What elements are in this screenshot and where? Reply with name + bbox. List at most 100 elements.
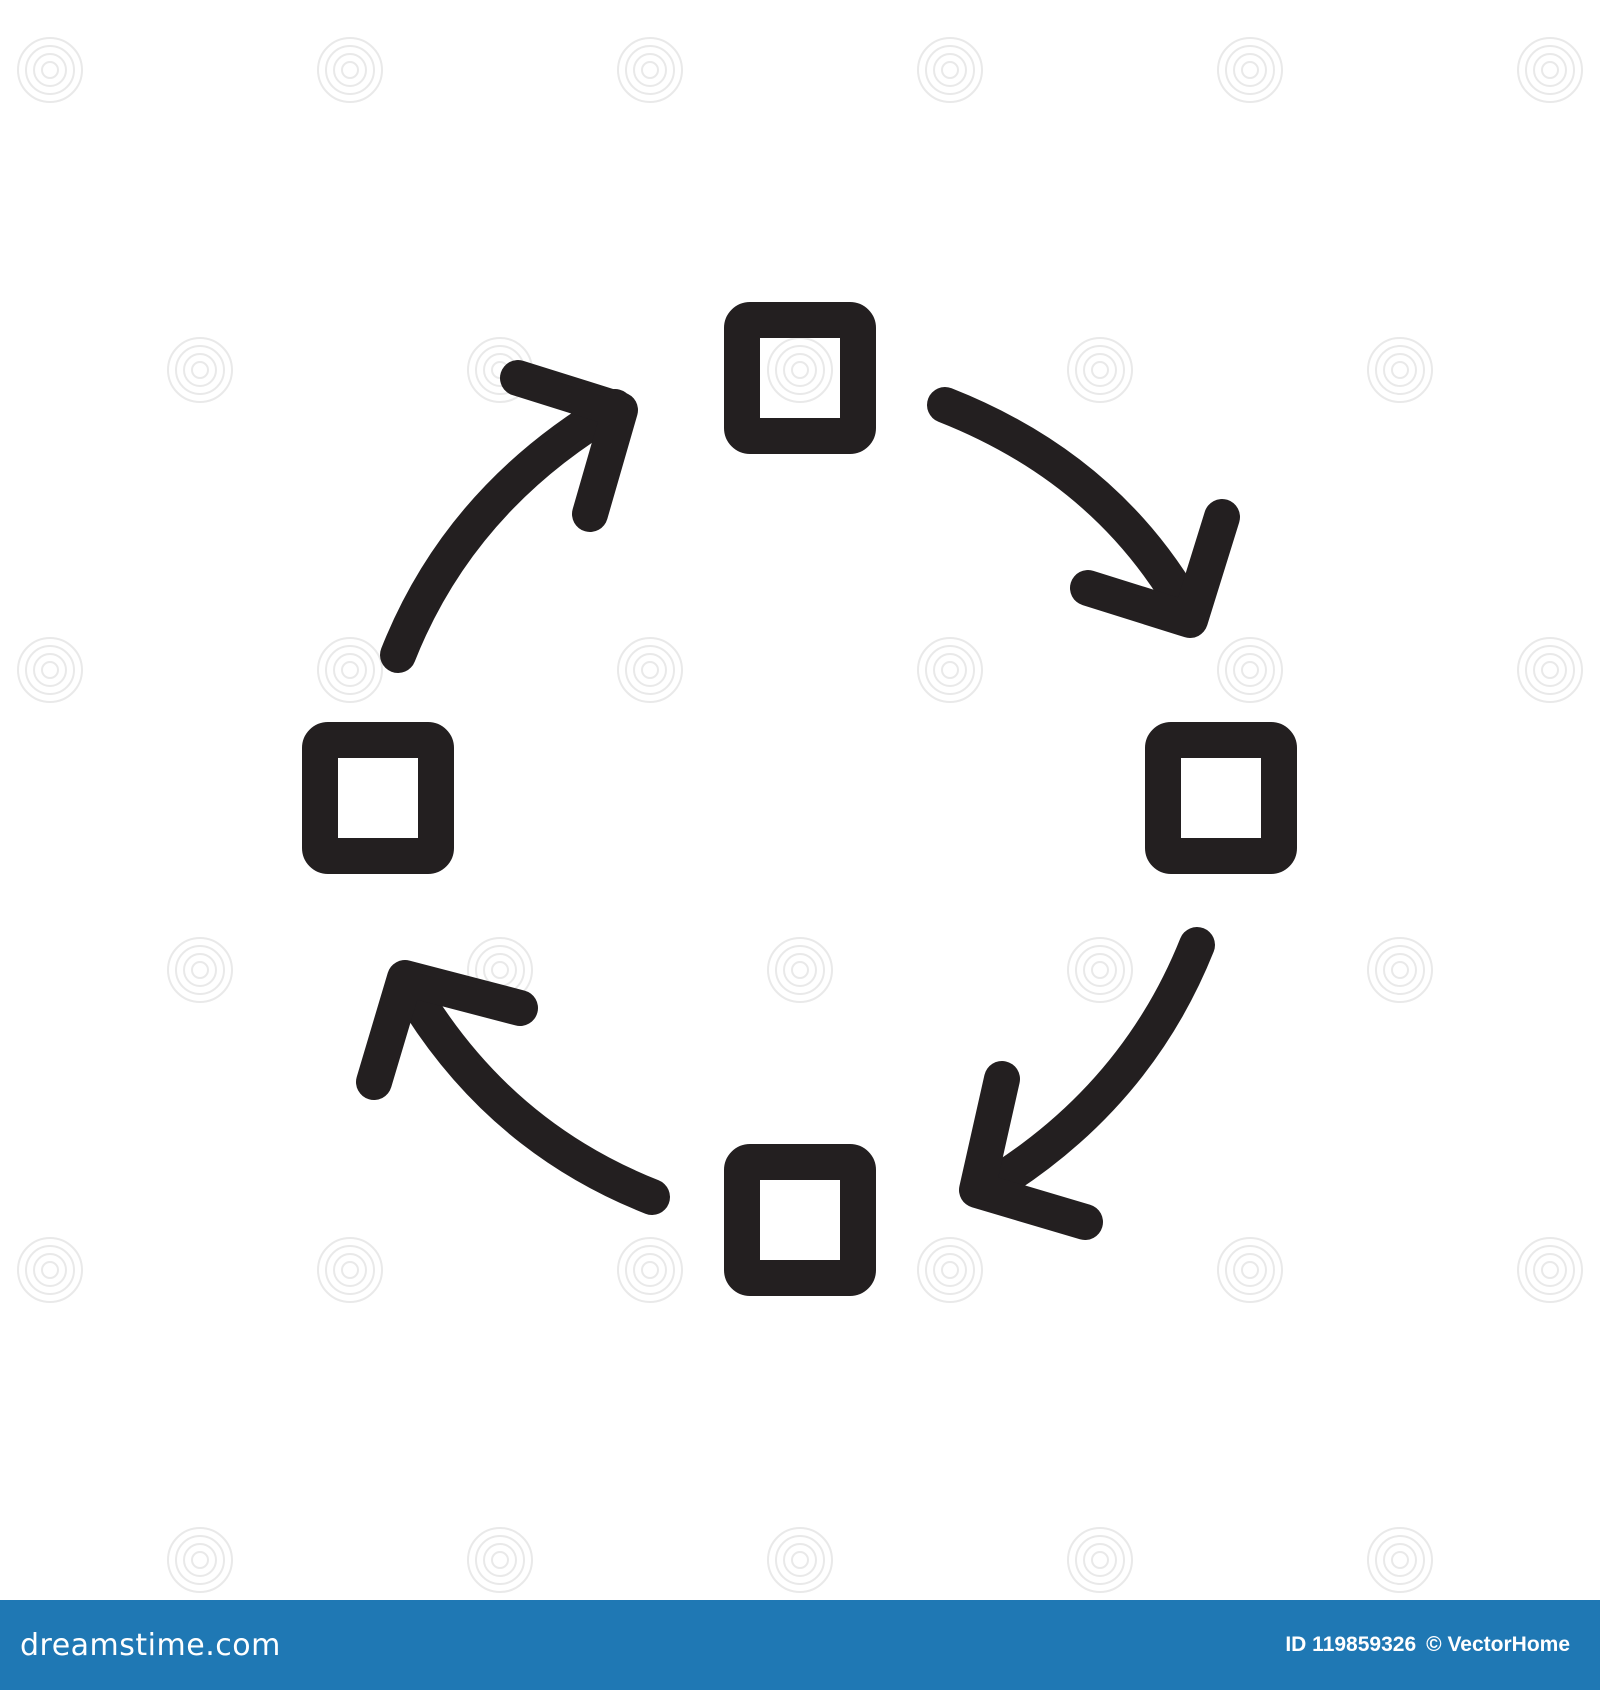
image-credit: ID 119859326 © VectorHome (1285, 1633, 1570, 1657)
arrow-right-to-bottom (959, 927, 1215, 1240)
watermark-swirl (791, 961, 809, 979)
author-credit: © VectorHome (1426, 1633, 1570, 1656)
watermark-swirl (1217, 37, 1283, 103)
watermark-swirl (933, 53, 967, 87)
watermark-swirl (1083, 953, 1117, 987)
watermark-swirl (1217, 637, 1283, 703)
watermark-swirl (925, 645, 975, 695)
watermark-swirl (25, 45, 75, 95)
watermark-swirl (167, 937, 233, 1003)
watermark-swirl (641, 1261, 659, 1279)
watermark-swirl (17, 637, 83, 703)
watermark-swirl (175, 945, 225, 995)
watermark-swirl (1067, 937, 1133, 1003)
watermark-swirl (1391, 1551, 1409, 1569)
node-top (724, 302, 876, 454)
brand-logo-text[interactable]: dreamstime.com (20, 1627, 281, 1663)
watermark-swirl (1075, 945, 1125, 995)
cycle-diagram (17, 37, 1583, 1593)
watermark-swirl (917, 1237, 983, 1303)
watermark-swirl (41, 61, 59, 79)
watermark-swirl (1233, 653, 1267, 687)
watermark-swirl (625, 45, 675, 95)
diagram-canvas (17, 37, 1583, 1593)
arrow-left-to-top (380, 360, 638, 673)
watermark-swirl (1225, 1245, 1275, 1295)
watermark-swirl (191, 1551, 209, 1569)
watermark-swirl (33, 1253, 67, 1287)
watermark-swirl (325, 645, 375, 695)
watermark-swirl (617, 1237, 683, 1303)
watermark-swirl (791, 1551, 809, 1569)
watermark-swirl (33, 653, 67, 687)
node-left (302, 722, 454, 874)
watermark-swirl (1383, 353, 1417, 387)
watermark-swirl (317, 37, 383, 103)
watermark-swirl (33, 53, 67, 87)
watermark-swirl (317, 637, 383, 703)
watermark-swirl (1075, 345, 1125, 395)
watermark-swirl (1391, 961, 1409, 979)
watermark-swirl (183, 353, 217, 387)
watermark-swirl (933, 653, 967, 687)
watermark-swirl (925, 45, 975, 95)
watermark-swirl (325, 45, 375, 95)
watermark-swirl (1225, 645, 1275, 695)
watermark-swirl (791, 361, 809, 379)
watermark-swirl (25, 645, 75, 695)
watermark-swirl (617, 37, 683, 103)
watermark-swirl (767, 937, 833, 1003)
watermark-swirl (625, 645, 675, 695)
watermark-swirl (475, 1535, 525, 1585)
watermark-swirl (925, 1245, 975, 1295)
watermark-swirl (41, 1261, 59, 1279)
watermark-swirl (633, 53, 667, 87)
watermark-swirl (17, 1237, 83, 1303)
watermark-swirl (1075, 1535, 1125, 1585)
watermark-swirl (917, 37, 983, 103)
watermark-swirl (183, 953, 217, 987)
node-bottom (724, 1144, 876, 1296)
watermark-swirl (1233, 1253, 1267, 1287)
watermark-swirl (167, 1527, 233, 1593)
watermark-swirl (941, 661, 959, 679)
watermark-swirl (1525, 45, 1575, 95)
watermark-swirl (1241, 661, 1259, 679)
watermark-swirl (483, 1543, 517, 1577)
watermark-swirl (941, 1261, 959, 1279)
watermark-swirl (491, 1551, 509, 1569)
watermark-swirl (1091, 961, 1109, 979)
watermark-swirl (1091, 361, 1109, 379)
watermark-swirl (1375, 1535, 1425, 1585)
watermark-swirl (325, 1245, 375, 1295)
watermark-swirl (333, 1253, 367, 1287)
watermark-swirl (175, 1535, 225, 1585)
watermark-swirl (783, 953, 817, 987)
watermark-swirl (775, 1535, 825, 1585)
watermark-swirl (1525, 645, 1575, 695)
watermark-pattern (17, 37, 1583, 1593)
watermark-swirl (1533, 53, 1567, 87)
watermark-swirl (1375, 345, 1425, 395)
watermark-swirl (1383, 953, 1417, 987)
watermark-swirl (917, 637, 983, 703)
watermark-swirl (17, 37, 83, 103)
node-right (1145, 722, 1297, 874)
watermark-swirl (1525, 1245, 1575, 1295)
watermark-swirl (183, 1543, 217, 1577)
watermark-swirl (1241, 1261, 1259, 1279)
watermark-swirl (1541, 1261, 1559, 1279)
watermark-swirl (1533, 653, 1567, 687)
watermark-swirl (1375, 945, 1425, 995)
watermark-swirl (41, 661, 59, 679)
arrow-bottom-to-left (356, 960, 670, 1215)
watermark-swirl (617, 637, 683, 703)
image-id: ID 119859326 (1285, 1633, 1417, 1656)
watermark-swirl (341, 61, 359, 79)
watermark-swirl (175, 345, 225, 395)
footer-bar: dreamstime.com ID 119859326 © VectorHome (0, 1600, 1600, 1690)
watermark-swirl (333, 653, 367, 687)
watermark-swirl (1091, 1551, 1109, 1569)
watermark-swirl (483, 953, 517, 987)
watermark-swirl (317, 1237, 383, 1303)
